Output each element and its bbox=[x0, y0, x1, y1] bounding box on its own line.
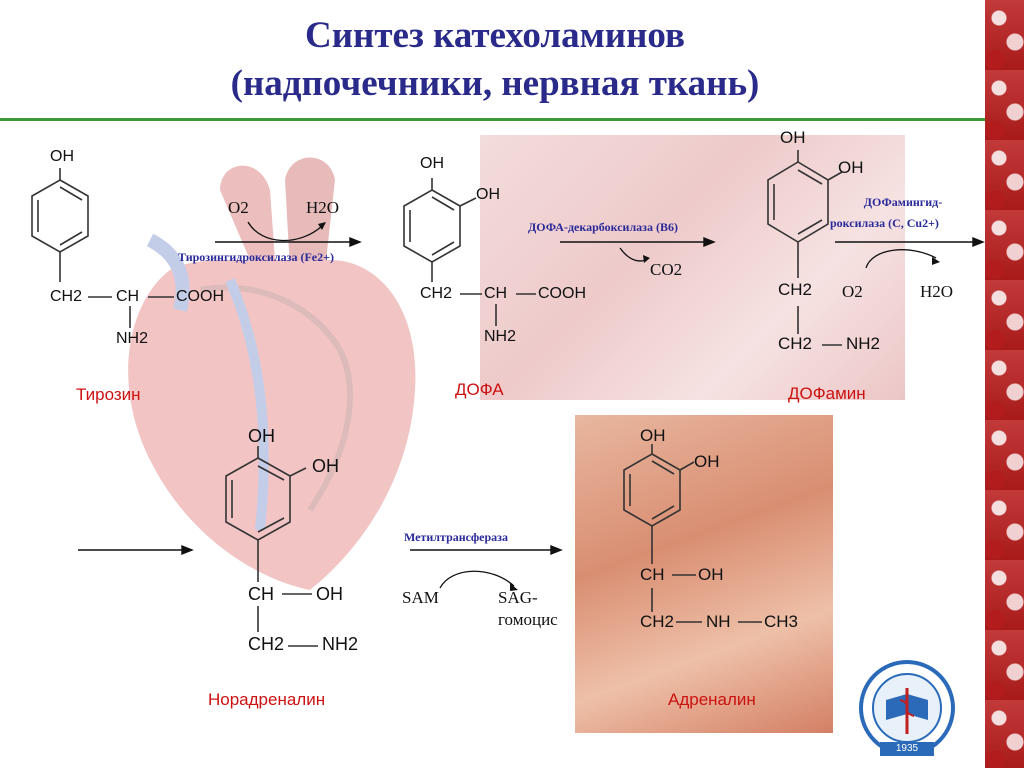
decorative-side-strip bbox=[985, 0, 1024, 768]
dopamine-oh-top: OH bbox=[780, 128, 806, 147]
enzyme-tyrosine-hydroxylase: Тирозингидроксилаза (Fe2+) bbox=[178, 250, 334, 264]
dopa-cooh: COOH bbox=[538, 285, 586, 302]
label-dopamine: ДОФамин bbox=[788, 384, 866, 403]
noradrenaline-oh-chain: OH bbox=[316, 584, 343, 604]
adrenaline-ch: CH bbox=[640, 565, 665, 584]
dopa-oh-meta: OH bbox=[476, 186, 500, 203]
tyrosine-ch2: CH2 bbox=[50, 288, 83, 305]
dopa-nh2: NH2 bbox=[484, 328, 517, 345]
enzyme-dopamine-hydroxylase-line1: ДОФамингид- bbox=[863, 195, 943, 209]
enzyme-dopa-decarboxylase: ДОФА-декарбоксилаза (B6) bbox=[528, 220, 678, 234]
dopamine-ch2-lower: CH2 bbox=[778, 334, 813, 353]
step2-co2: CO2 bbox=[650, 260, 683, 279]
university-logo bbox=[859, 660, 955, 756]
step4-sag-line2: гомоцис bbox=[498, 610, 558, 629]
step3-h2o: H2O bbox=[920, 282, 954, 301]
label-adrenaline: Адреналин bbox=[668, 690, 756, 709]
slide-title-line1: Синтез катехоламинов bbox=[305, 15, 685, 56]
noradrenaline-oh-meta: OH bbox=[312, 456, 339, 476]
adrenaline-oh-chain: OH bbox=[698, 565, 724, 584]
step3-o2: O2 bbox=[842, 282, 863, 301]
capillary-background-bottom bbox=[575, 415, 833, 733]
step4-sag-line1: SAG- bbox=[498, 588, 538, 607]
adrenaline-nh: NH bbox=[706, 612, 731, 631]
noradrenaline-ch2: CH2 bbox=[248, 634, 285, 654]
noradrenaline-oh-top: OH bbox=[248, 426, 275, 446]
title-divider bbox=[0, 118, 985, 121]
tyrosine-ch: CH bbox=[116, 288, 140, 305]
enzyme-dopamine-hydroxylase-line2: роксилаза (C, Cu2+) bbox=[830, 216, 939, 230]
tissue-background-top bbox=[480, 135, 905, 400]
dopamine-oh-meta: OH bbox=[838, 158, 864, 177]
adrenaline-oh-top: OH bbox=[640, 426, 666, 445]
enzyme-methyltransferase: Метилтрансфераза bbox=[404, 530, 508, 544]
adrenaline-ch2: CH2 bbox=[640, 612, 675, 631]
tyrosine-nh2: NH2 bbox=[116, 330, 149, 347]
noradrenaline-nh2: NH2 bbox=[322, 634, 359, 654]
label-noradrenaline: Норадреналин bbox=[208, 690, 326, 709]
slide-title-line2: (надпочечники, нервная ткань) bbox=[230, 63, 760, 104]
tyrosine-oh: OH bbox=[50, 148, 74, 165]
dopa-oh-top: OH bbox=[420, 155, 444, 172]
heart-illustration bbox=[128, 157, 416, 590]
adrenaline-ch3: CH3 bbox=[764, 612, 799, 631]
noradrenaline-ch: CH bbox=[248, 584, 274, 604]
dopamine-ch2-upper: CH2 bbox=[778, 280, 813, 299]
dopamine-nh2: NH2 bbox=[846, 334, 881, 353]
step4-sam: SAM bbox=[402, 588, 439, 607]
step1-h2o: H2O bbox=[306, 198, 340, 217]
logo-year: 1935 bbox=[895, 743, 919, 754]
label-dopa: ДОФА bbox=[455, 380, 504, 399]
step1-o2: O2 bbox=[228, 198, 249, 217]
dopa-ch2: CH2 bbox=[420, 285, 453, 302]
tyrosine-cooh: COOH bbox=[176, 288, 224, 305]
adrenaline-oh-meta: OH bbox=[694, 452, 720, 471]
label-tyrosine: Тирозин bbox=[76, 385, 141, 404]
dopa-ch: CH bbox=[484, 285, 508, 302]
